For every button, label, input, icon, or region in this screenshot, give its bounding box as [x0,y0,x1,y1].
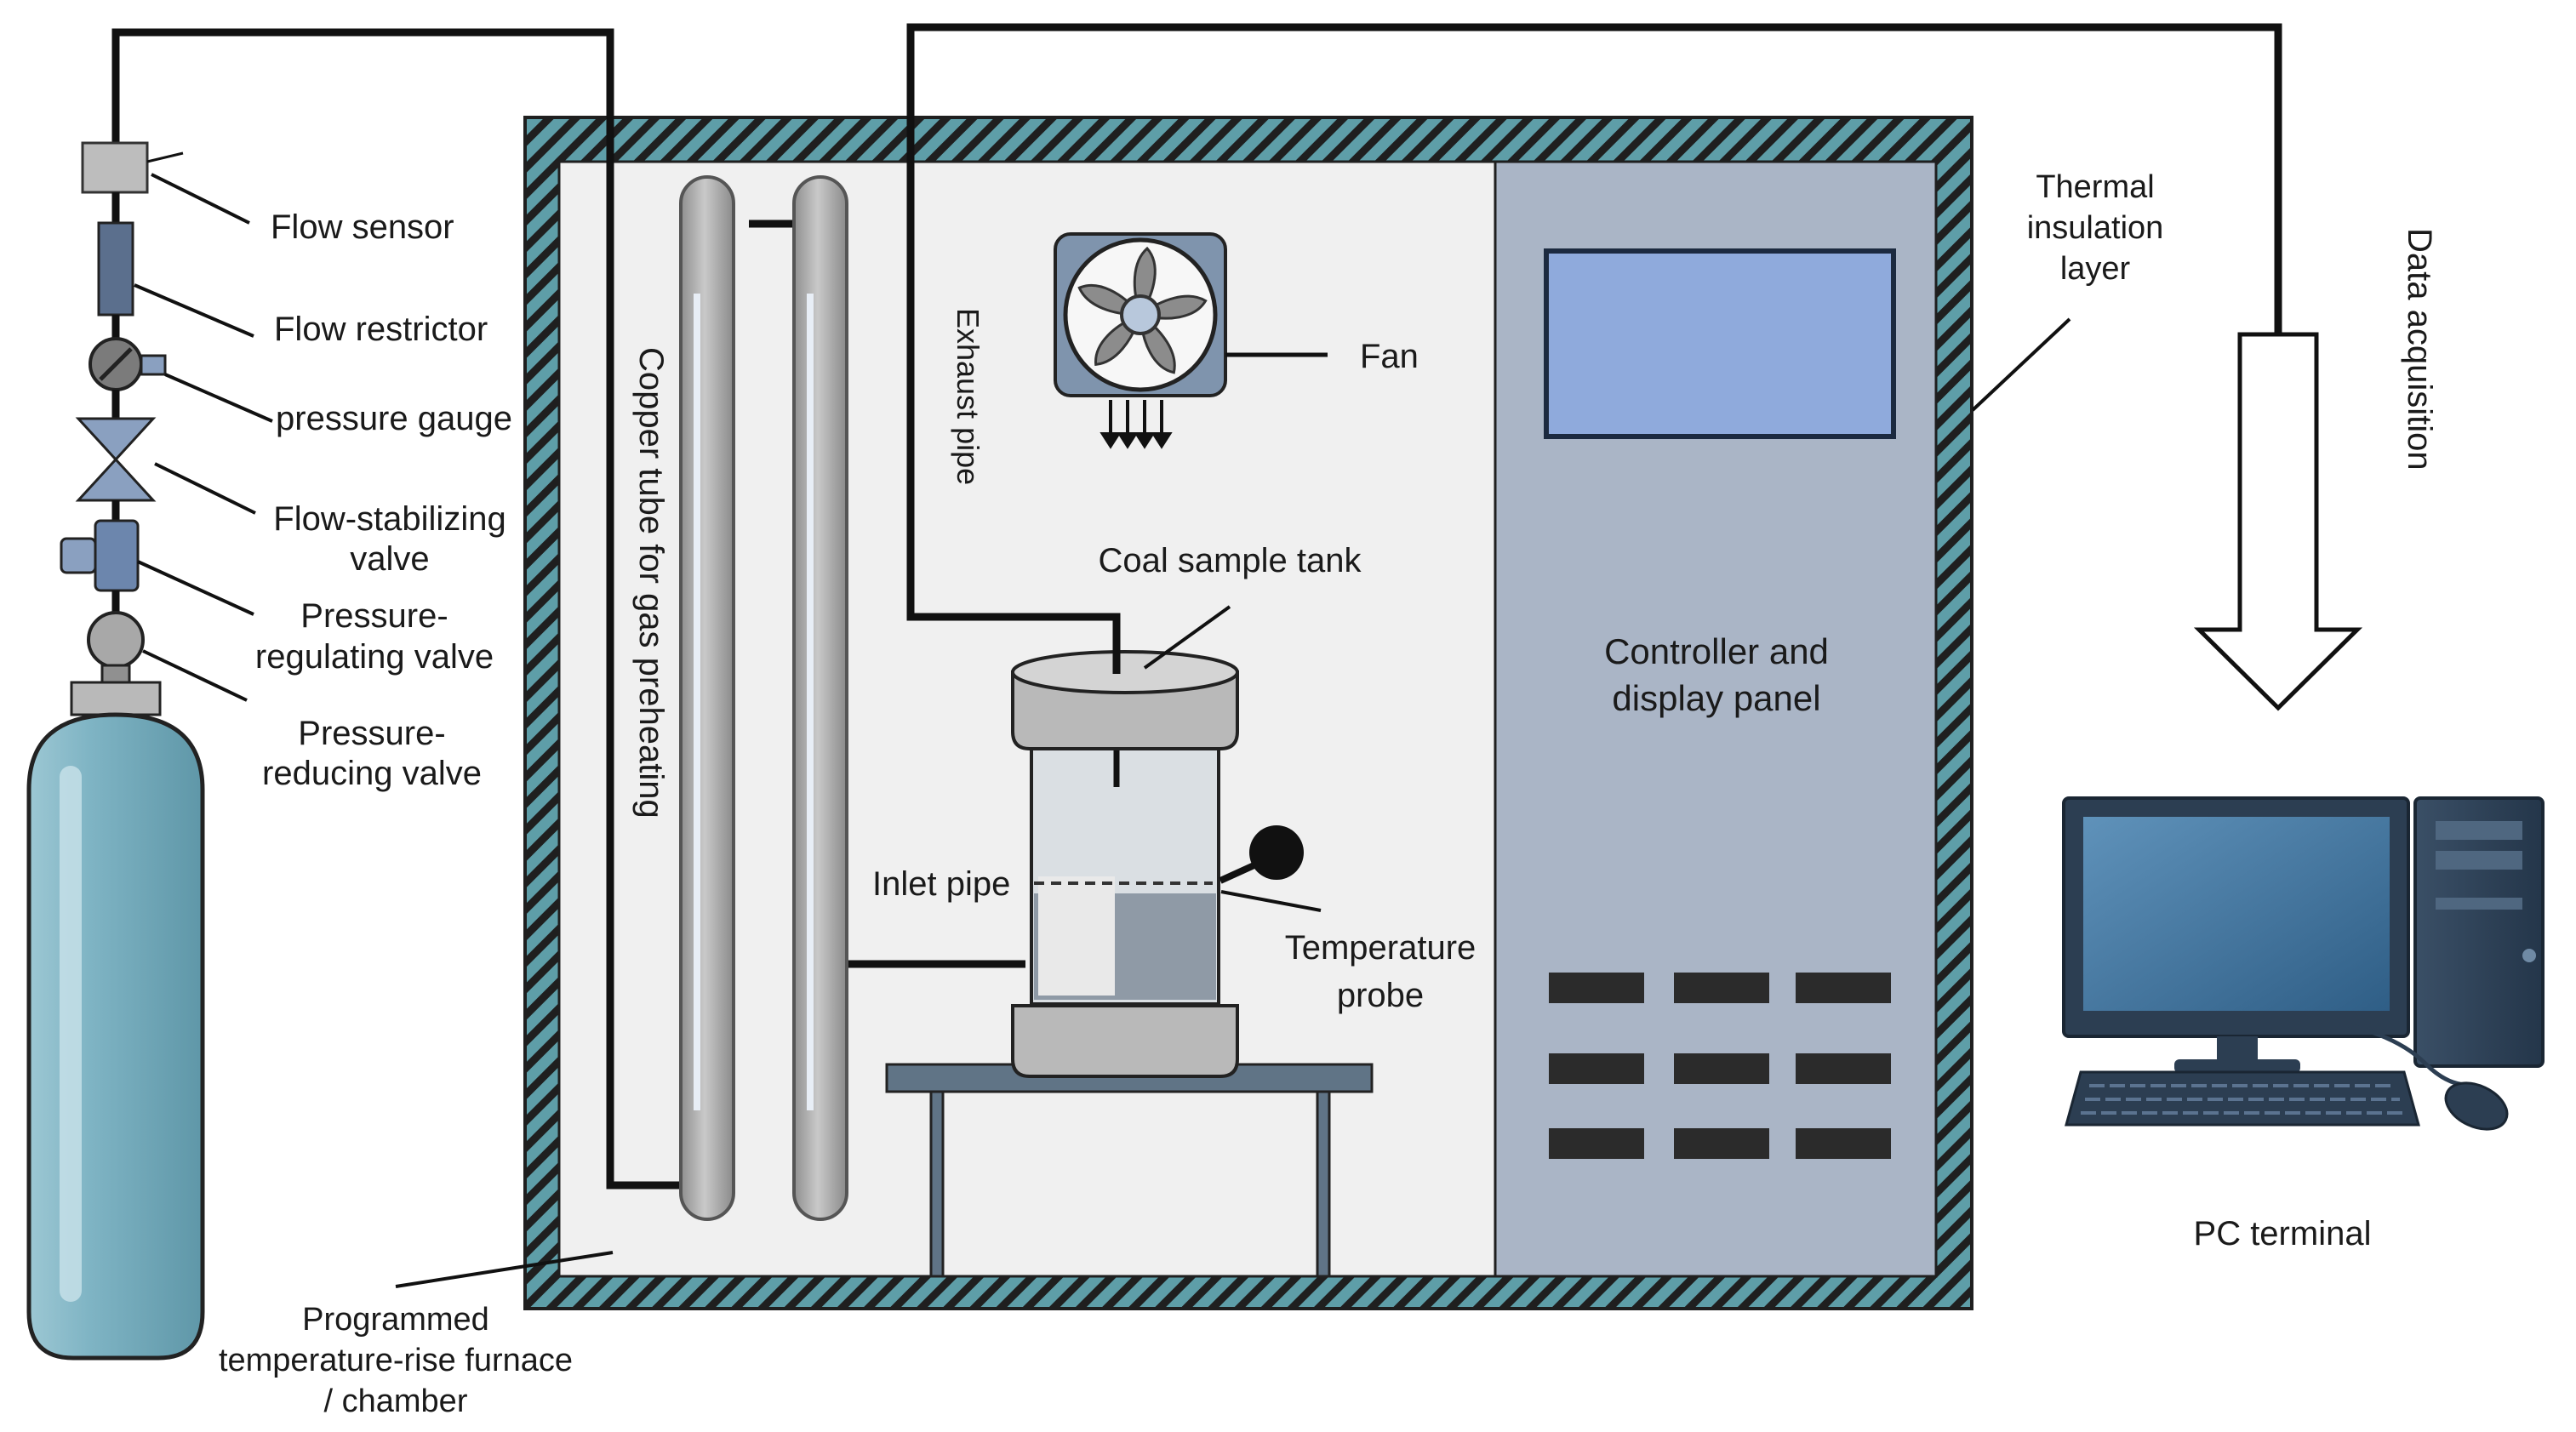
drive-bay [2436,851,2522,870]
monitor-screen [2083,817,2390,1011]
pressure-regulating-valve-icon [94,519,140,592]
pc-terminal-label: PC terminal [2194,1215,2372,1252]
tank-lid-top [1011,650,1239,694]
flow-stabilizing-leader [154,462,256,515]
pc-terminal [2062,796,2545,1131]
temperature-probe-icon [1249,825,1304,880]
coal-sample-tank-label: Coal sample tank [1098,542,1362,579]
fan-label: Fan [1360,338,1419,375]
controller-buttons [1549,973,1891,1159]
furnace-label-line3: / chamber [324,1384,468,1419]
table-leg [1316,1090,1331,1278]
flow-sensor-icon [81,141,149,194]
monitor-stand [2174,1059,2300,1073]
power-button-icon [2522,949,2536,962]
gas-line [111,28,681,1190]
temperature-probe-label-line2: probe [1337,977,1424,1014]
pressure-regulating-leader [137,560,254,616]
furnace-label-line1: Programmed [302,1302,489,1338]
pressure-regulating-label-line2: regulating valve [255,638,494,676]
flow-stabilizing-label-line2: valve [350,540,429,578]
thermal-insulation-label-line1: Thermal [2036,169,2154,205]
coal-sample-tank [1011,617,1304,1078]
fan [1054,232,1328,449]
pressure-reducing-label-line1: Pressure- [298,715,445,752]
pressure-reducing-leader [142,649,248,702]
temperature-probe-label-line1: Temperature [1285,929,1476,967]
flow-restrictor-leader [134,283,254,338]
gas-cylinder-icon [26,712,205,1361]
thermal-insulation-label-line3: layer [2060,251,2131,287]
copper-tube-label: Copper tube for gas preheating [632,347,670,819]
furnace-leader [395,1251,614,1288]
flow-stabilizing-valve-lower [75,457,157,502]
pressure-gauge-leader [164,373,273,423]
flow-stabilizing-label-line1: Flow-stabilizing [273,500,505,538]
control-button[interactable] [1549,1053,1644,1084]
labels: Flow sensor Flow restrictor pressure gau… [219,169,2438,1419]
copper-tubes [679,175,848,1221]
control-button[interactable] [1796,1128,1891,1159]
insulation-leader [1971,317,2071,412]
control-button[interactable] [1549,1128,1644,1159]
controller-label-line2: display panel [1612,678,1820,718]
gauge-needle [99,347,133,381]
thermal-insulation-label-line2: insulation [2027,210,2164,246]
drive-bay [2436,821,2522,840]
inlet-pipe-label: Inlet pipe [872,865,1010,903]
cylinder-collar [70,681,162,716]
gas-cylinder-assembly [26,141,205,1361]
control-button[interactable] [1674,973,1769,1003]
tube-highlight [807,294,814,1110]
sensor-wire [146,151,184,163]
gauge-port [140,354,167,376]
controller-label-line1: Controller and [1604,631,1829,671]
tank-base [1011,1004,1239,1078]
mouse-icon [2444,1081,2509,1131]
keyboard-keys [2081,1084,2404,1115]
pressure-gauge-label: pressure gauge [276,400,512,437]
copper-tube-2 [792,175,848,1221]
probe-leader [1220,890,1322,912]
flow-sensor-leader [151,173,250,225]
data-acquisition-arrow-icon [2193,332,2363,711]
control-button[interactable] [1796,1053,1891,1084]
data-acquisition-label: Data acquisition [2401,228,2438,471]
control-button[interactable] [1674,1128,1769,1159]
control-button[interactable] [1796,973,1891,1003]
monitor-neck [2217,1036,2258,1062]
drive-bay [2436,898,2522,910]
flow-stabilizing-valve-icon [75,417,157,462]
tube-highlight [694,294,700,1110]
flow-restrictor-icon [97,221,134,317]
regulator-knob [60,537,97,574]
control-button[interactable] [1674,1053,1769,1084]
pressure-regulating-label-line1: Pressure- [300,597,448,635]
display-screen [1544,248,1896,439]
flow-sensor-label: Flow sensor [271,208,454,246]
pressure-reducing-label-line2: reducing valve [262,755,482,792]
furnace-label-line2: temperature-rise furnace [219,1343,573,1378]
tank-leader [1143,605,1231,670]
control-button[interactable] [1549,973,1644,1003]
copper-tube-1 [679,175,735,1221]
exhaust-pipe-label: Exhaust pipe [951,308,985,485]
flow-restrictor-label: Flow restrictor [274,311,488,348]
table-leg [929,1090,945,1278]
airflow-arrows-icon [1100,400,1173,449]
pressure-reducing-valve-icon [87,611,145,669]
fan-hub [1120,294,1161,335]
cylinder-highlight [60,766,82,1302]
glass-reflection [1038,876,1115,996]
mouse-cable [2348,1023,2469,1087]
